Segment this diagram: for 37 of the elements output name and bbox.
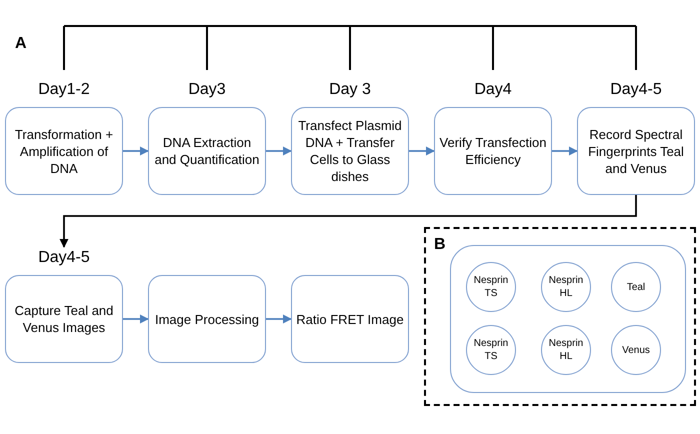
day-label: Day4-5 [37, 248, 91, 268]
step-text: Transfect Plasmid DNA + Transfer Cells to Glass dishes [297, 117, 403, 185]
dashed-panel [424, 227, 696, 406]
arrow [552, 146, 578, 156]
arrow [123, 314, 149, 324]
dish-well [466, 325, 516, 375]
dish-plate [450, 245, 686, 393]
well-label: Nesprin TS [472, 274, 510, 300]
panel-letter: A [15, 34, 27, 54]
well-label: Nesprin TS [472, 337, 510, 363]
step-text: Capture Teal and Venus Images [14, 302, 114, 336]
arrow [409, 146, 435, 156]
step-text: Ratio FRET Image [296, 310, 404, 328]
arrow [123, 146, 149, 156]
day-label: Day1-2 [37, 80, 91, 100]
dish-well [466, 262, 516, 312]
arrow [266, 314, 292, 324]
well-label: Nesprin HL [548, 337, 584, 363]
arrow [60, 195, 637, 248]
well-label: Venus [621, 344, 651, 356]
step-text: DNA Extraction and Quantification [154, 134, 260, 168]
step-text: Transformation + Amplification of DNA [14, 126, 114, 176]
dish-well [611, 325, 661, 375]
dish-well [541, 262, 591, 312]
well-label: Nesprin HL [548, 274, 584, 300]
day-label: Day4-5 [609, 80, 663, 100]
step-text: Record Spectral Fingerprints Teal and Venus [587, 126, 685, 176]
day-label: Day4 [473, 80, 513, 100]
panel-letter: B [434, 235, 446, 255]
step-text: Image Processing [154, 310, 260, 328]
arrow [266, 146, 292, 156]
dish-well [611, 262, 661, 312]
step-text: Verify Transfection Efficiency [439, 134, 547, 168]
day-label: Day3 [187, 80, 227, 100]
dish-well [541, 325, 591, 375]
day-label: Day 3 [328, 80, 372, 100]
well-label: Teal [626, 280, 646, 294]
